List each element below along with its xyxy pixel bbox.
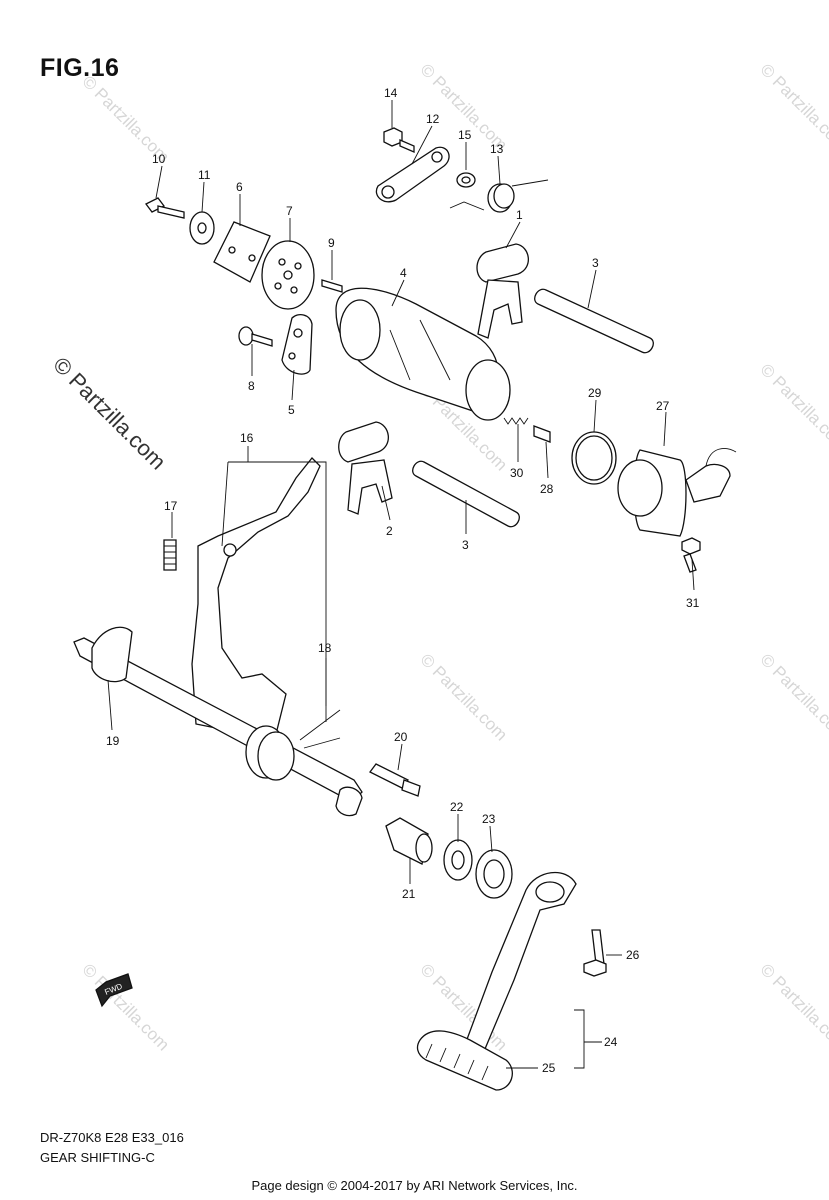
part-26-bolt xyxy=(583,929,607,977)
callout-18: 18 xyxy=(318,641,332,655)
callout-13: 13 xyxy=(490,142,504,156)
part-28-pin xyxy=(533,425,551,443)
part-14-bolt xyxy=(383,127,415,153)
part-2-shift-fork xyxy=(338,421,393,515)
callout-16: 16 xyxy=(240,431,254,445)
callout-4: 4 xyxy=(400,266,407,280)
callout-30: 30 xyxy=(510,466,524,480)
callout-11: 11 xyxy=(198,168,211,182)
part-8-screw xyxy=(238,326,273,347)
callout-9: 9 xyxy=(328,236,335,250)
callout-29: 29 xyxy=(588,386,602,400)
figure-title: FIG.16 xyxy=(40,54,120,82)
part-10-bolt xyxy=(145,197,185,219)
callout-19: 19 xyxy=(106,734,120,748)
part-7-cam-plate xyxy=(261,240,315,310)
callout-5: 5 xyxy=(288,403,295,417)
part-30-spring xyxy=(503,417,529,425)
copyright-notice: Page design © 2004-2017 by ARI Network S… xyxy=(251,1178,578,1193)
part-27-gear-position-switch xyxy=(617,448,737,537)
part-20-bolt xyxy=(369,763,421,797)
callout-22: 22 xyxy=(450,800,464,814)
part-17-spring xyxy=(163,539,177,571)
callout-24: 24 xyxy=(604,1035,618,1049)
callout-20: 20 xyxy=(394,730,408,744)
part-22-washer xyxy=(443,839,473,881)
part-29-o-ring xyxy=(571,431,617,485)
part-15-washer xyxy=(456,172,476,188)
callout-2: 2 xyxy=(386,524,393,538)
section-name: GEAR SHIFTING-C xyxy=(40,1150,155,1165)
callout-12: 12 xyxy=(426,112,440,126)
part-6-stopper-plate xyxy=(213,221,271,283)
part-3-shaft-upper xyxy=(534,288,654,354)
part-31-bolt xyxy=(681,537,701,573)
part-16-gearshift-arm xyxy=(191,457,321,745)
callout-17: 17 xyxy=(164,499,178,513)
callout-25: 25 xyxy=(542,1061,556,1075)
callout-10: 10 xyxy=(152,152,166,166)
part-9-pin xyxy=(321,279,343,293)
leader-lines xyxy=(107,100,695,1069)
callout-27: 27 xyxy=(656,399,670,413)
callout-3-upper: 3 xyxy=(592,256,599,270)
callout-31: 31 xyxy=(686,596,700,610)
callout-7: 7 xyxy=(286,204,293,218)
part-21-bush xyxy=(385,817,433,865)
part-11-washer xyxy=(189,211,215,245)
part-4-shift-cam xyxy=(335,287,511,421)
callout-28: 28 xyxy=(540,482,554,496)
part-3-shaft-lower xyxy=(412,460,520,528)
fwd-arrow-icon: FWD xyxy=(95,973,133,1008)
callout-23: 23 xyxy=(482,812,496,826)
model-code: DR-Z70K8 E28 E33_016 xyxy=(40,1130,184,1145)
callout-26: 26 xyxy=(626,948,640,962)
part-23-oil-seal xyxy=(475,849,513,899)
part-5-stopper xyxy=(281,313,313,375)
part-18-return-spring xyxy=(245,709,341,781)
part-13-spring xyxy=(449,179,549,213)
callout-15: 15 xyxy=(458,128,472,142)
callout-8: 8 xyxy=(248,379,255,393)
part-12-lever xyxy=(375,146,450,203)
callout-3-lower: 3 xyxy=(462,538,469,552)
callout-labels: 1 2 3 3 4 5 6 7 8 9 10 11 12 13 14 15 16… xyxy=(106,86,700,1075)
callout-6: 6 xyxy=(236,180,243,194)
callout-14: 14 xyxy=(384,86,398,100)
callout-1: 1 xyxy=(516,208,523,222)
part-1-shift-fork xyxy=(476,243,529,339)
part-25-gearshift-rubber xyxy=(416,1030,513,1091)
callout-21: 21 xyxy=(402,887,416,901)
